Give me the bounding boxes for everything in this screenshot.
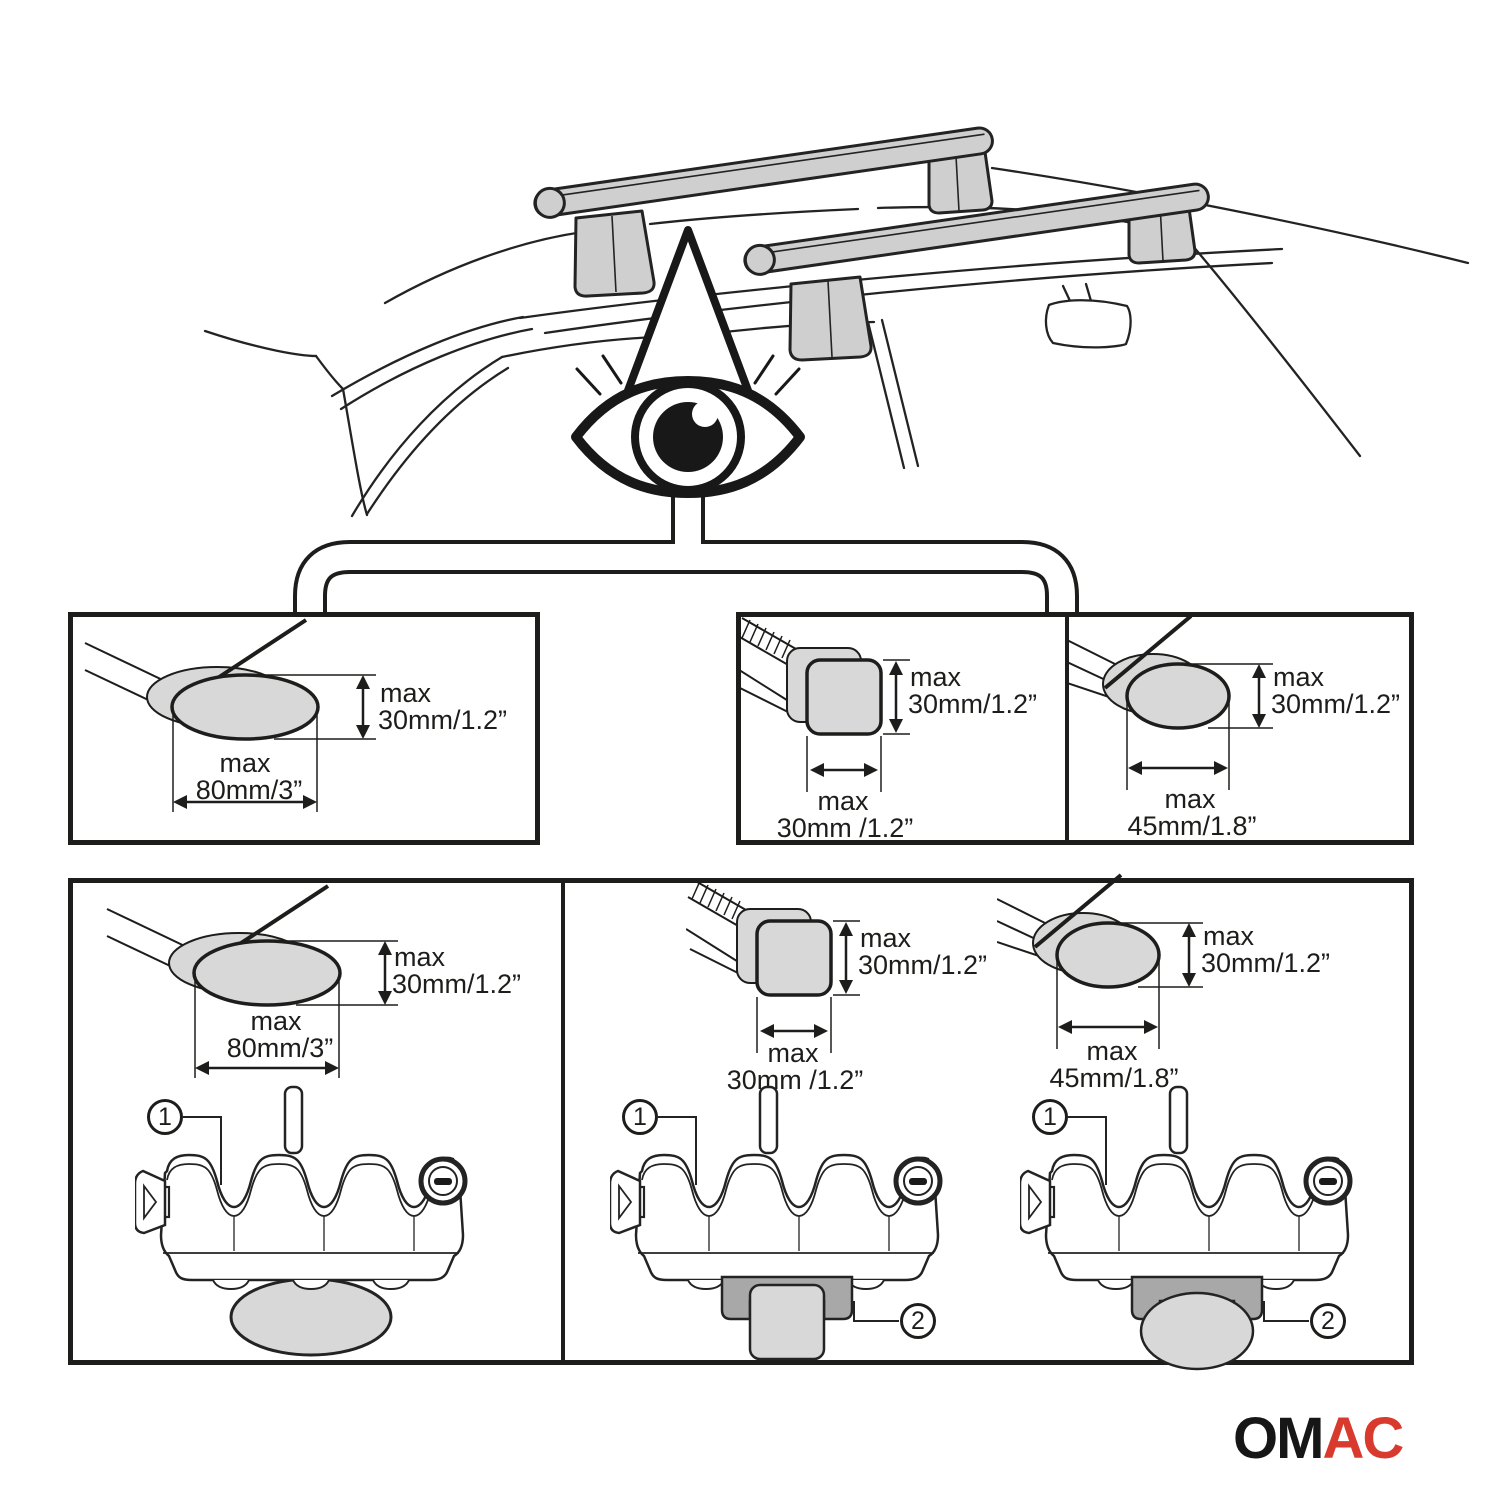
- callout-2-badge: 2: [900, 1303, 936, 1339]
- dim-width-label: max: [1164, 784, 1216, 814]
- installation-overview-illustration: [203, 126, 1470, 616]
- dim-height-label: max: [910, 662, 962, 692]
- dim-width-label: max: [817, 786, 869, 816]
- dim-height-label: max: [1273, 662, 1325, 692]
- dim-width-value: 80mm/3”: [195, 775, 303, 805]
- crossbar-front: [533, 126, 994, 219]
- clamp-illustration-oval-80: [135, 1085, 475, 1357]
- dim-width-label: max: [219, 748, 271, 778]
- spec-box-square-and-oval-45: [736, 612, 1414, 845]
- callout-1-badge: 1: [147, 1099, 183, 1135]
- spec-box-divider: [1065, 614, 1069, 843]
- logo-black-letters: OM: [1233, 1406, 1324, 1471]
- dim-height-value: 30mm/1.2”: [1271, 689, 1401, 719]
- dim-height-value: 30mm/1.2”: [378, 705, 508, 735]
- dim-width-value: 30mm /1.2”: [776, 813, 914, 843]
- spec-box-oval-80: [68, 612, 540, 845]
- callout-1-badge: 1: [1032, 1099, 1068, 1135]
- clamp-illustration-oval-45: [1020, 1085, 1360, 1371]
- dim-height-value: 30mm/1.2”: [908, 689, 1038, 719]
- dim-width-value: 45mm/1.8”: [1127, 811, 1257, 841]
- clamp-box-divider: [561, 881, 565, 1362]
- dim-height-label: max: [860, 923, 912, 953]
- callout-1-badge: 1: [622, 1099, 658, 1135]
- crossbar-rear: [743, 182, 1210, 276]
- dim-width-label: max: [1086, 1036, 1138, 1066]
- logo-omac: OMAC: [1233, 1406, 1404, 1471]
- clamp-illustration-square-30: [610, 1085, 950, 1361]
- dim-width-value: 80mm/3”: [226, 1033, 334, 1063]
- dim-height-label: max: [1203, 921, 1255, 951]
- dim-width-label: max: [767, 1038, 819, 1068]
- dim-height-value: 30mm/1.2”: [858, 950, 988, 980]
- clamp-compatibility-box: [68, 878, 1414, 1365]
- dim-width-label: max: [250, 1006, 302, 1036]
- car-roof-outline: [203, 166, 1470, 518]
- dim-height-value: 30mm/1.2”: [392, 969, 522, 999]
- dim-width-value: 30mm /1.2”: [726, 1065, 864, 1095]
- logo-red-letters: AC: [1322, 1406, 1404, 1471]
- dim-width-value: 45mm/1.8”: [1049, 1063, 1179, 1093]
- dim-height-label: max: [394, 942, 446, 972]
- dim-height-value: 30mm/1.2”: [1201, 948, 1331, 978]
- eye-icon: [571, 354, 805, 498]
- callout-2-badge: 2: [1310, 1303, 1346, 1339]
- dim-height-label: max: [380, 678, 432, 708]
